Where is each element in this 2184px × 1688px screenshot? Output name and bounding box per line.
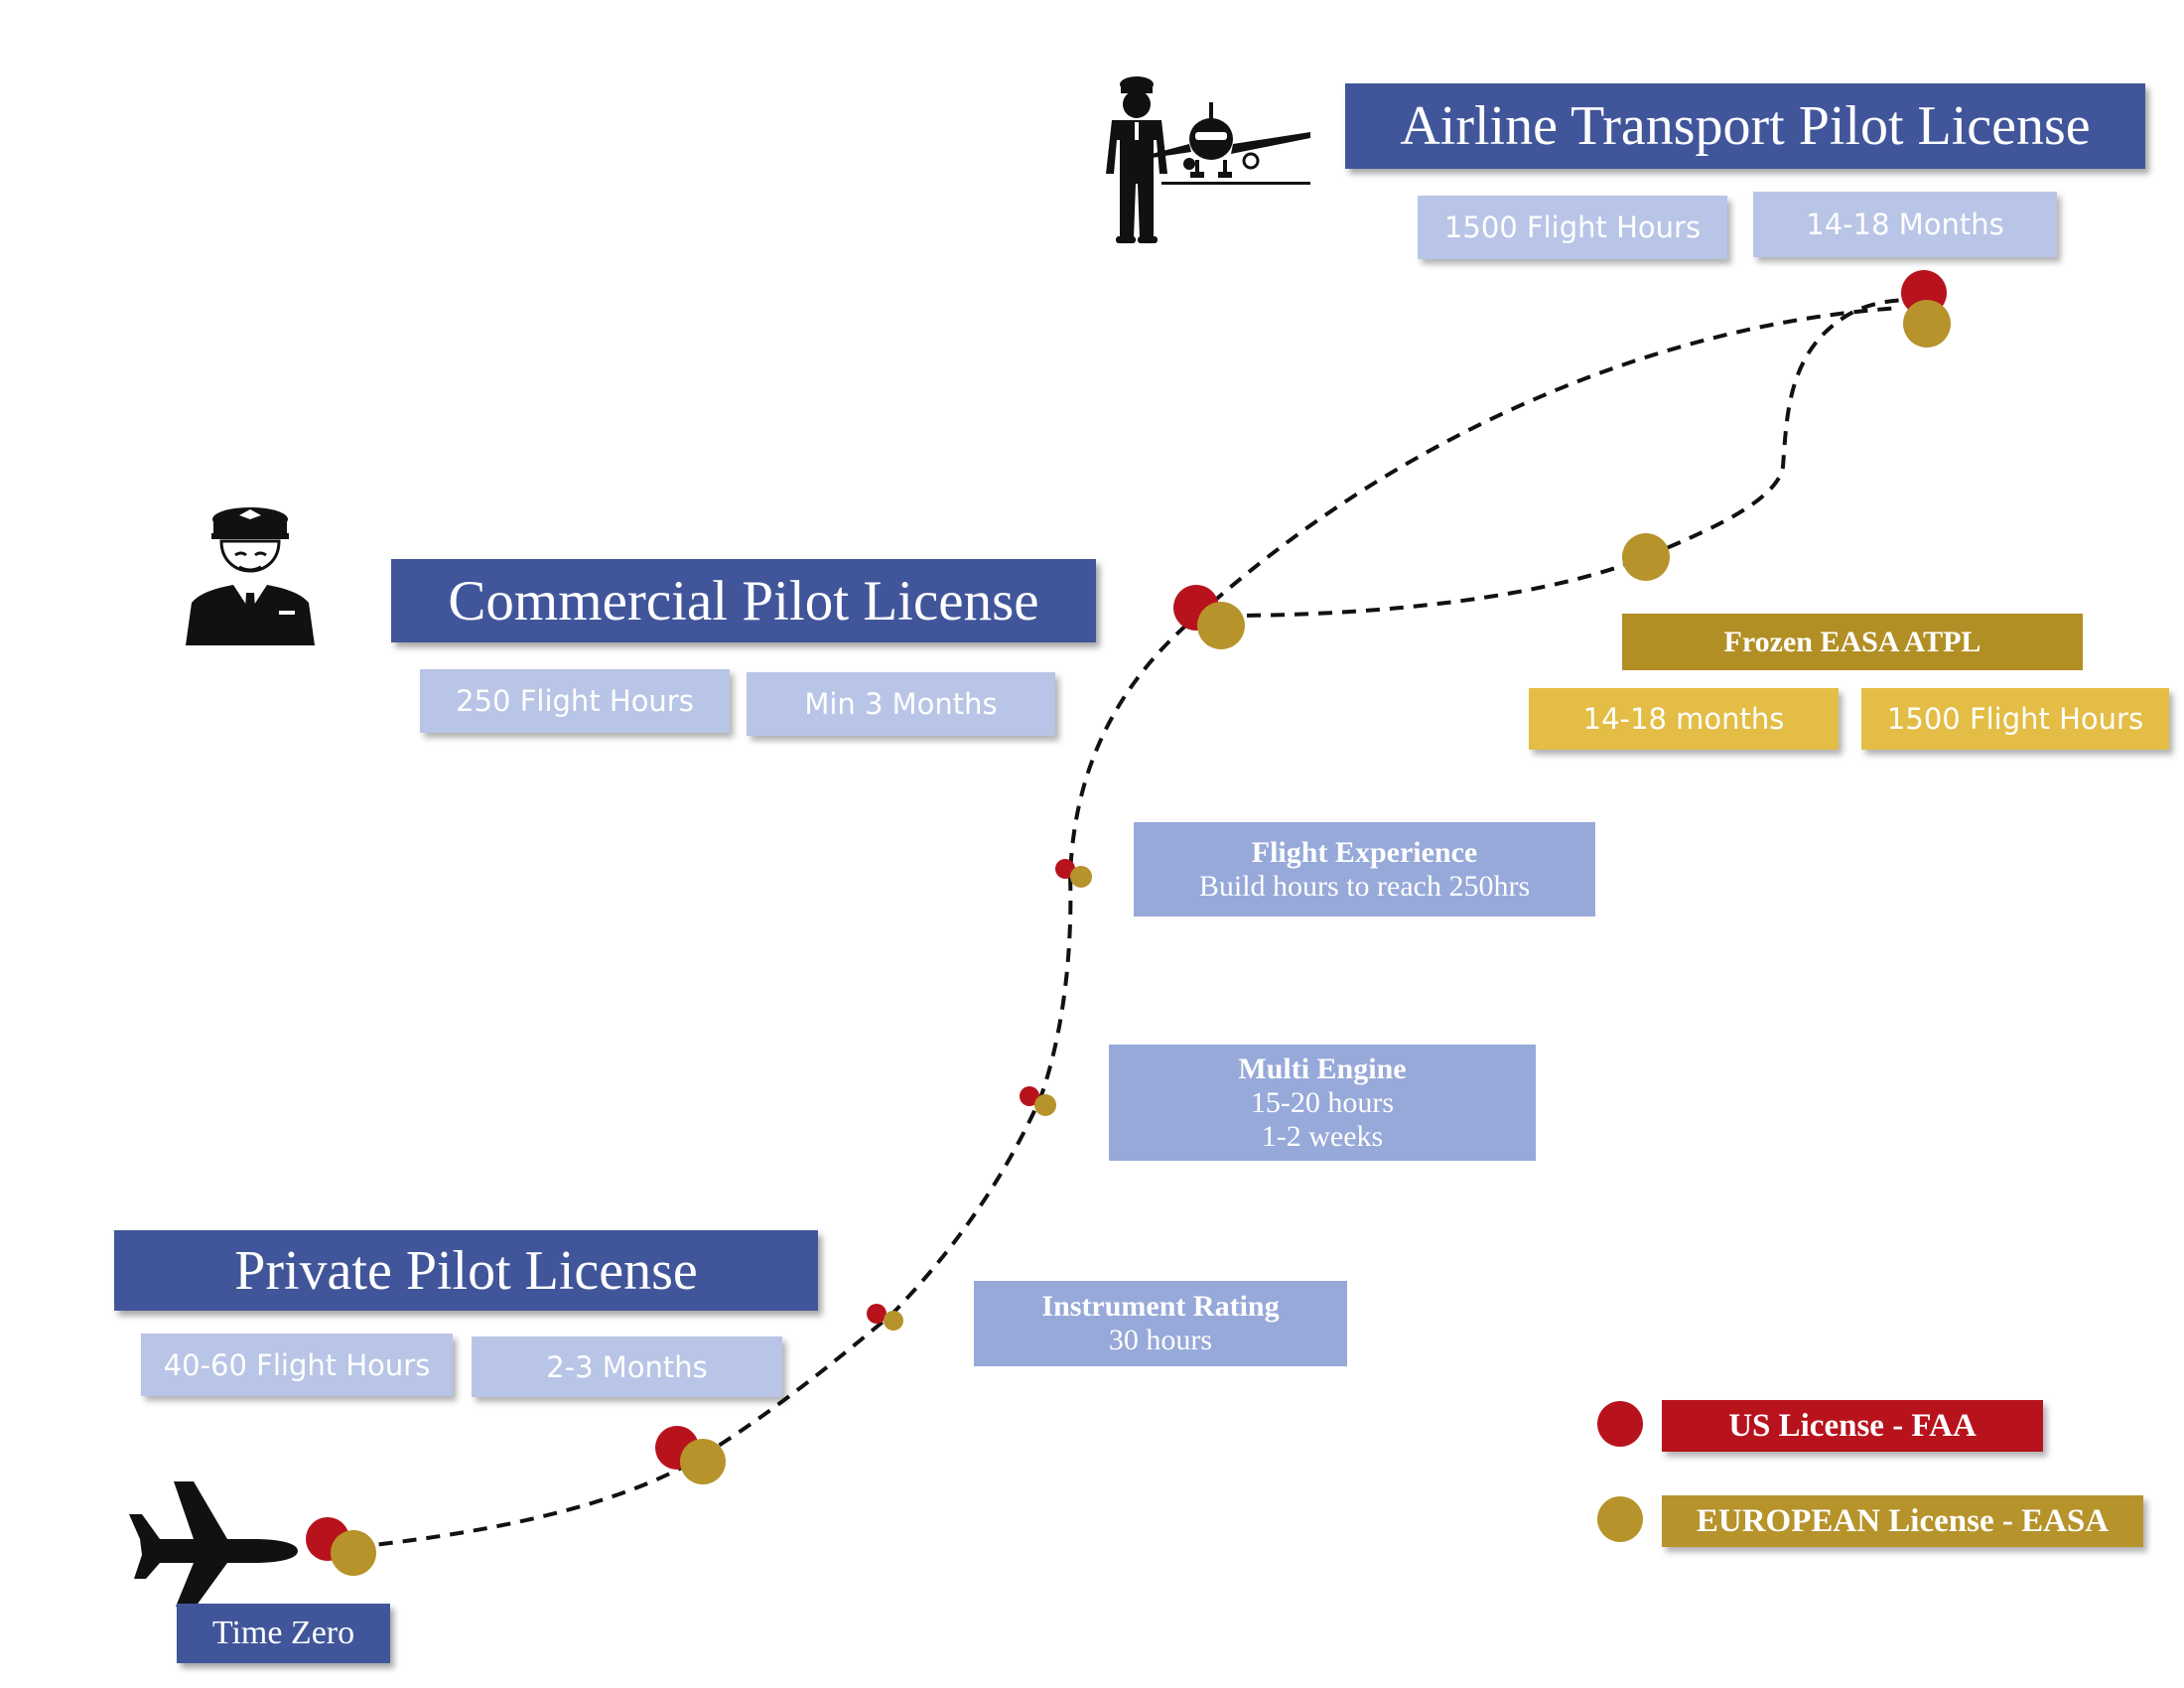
easa-frozen-route-path <box>1222 298 1907 618</box>
pilot-portrait-icon <box>186 507 315 645</box>
instrument-rating-box: Instrument Rating 30 hours <box>974 1281 1347 1366</box>
easa-milestone-start <box>331 1530 376 1576</box>
easa-milestone-fe <box>1070 866 1092 888</box>
cpl-title: Commercial Pilot License <box>391 559 1096 642</box>
easa-milestone-ir <box>884 1311 903 1331</box>
multi-engine-hours: 15-20 hours <box>1250 1085 1395 1119</box>
easa-milestone-cpl <box>1197 602 1245 649</box>
frozen-atpl-hours-chip: 1500 Flight Hours <box>1861 688 2169 750</box>
easa-milestone-ppl <box>680 1439 726 1484</box>
multi-engine-title: Multi Engine <box>1238 1052 1407 1085</box>
airline-pilot-with-plane-icon <box>1106 76 1310 243</box>
legend-easa-swatch <box>1597 1496 1643 1542</box>
flight-experience-title: Flight Experience <box>1251 835 1478 869</box>
frozen-atpl-title: Frozen EASA ATPL <box>1622 614 2083 670</box>
easa-milestone-me <box>1034 1094 1056 1116</box>
legend-easa-label: EUROPEAN License - EASA <box>1662 1495 2143 1547</box>
atpl-title: Airline Transport Pilot License <box>1345 83 2145 169</box>
ppl-duration-chip: 2-3 Months <box>472 1336 782 1397</box>
easa-milestone-frozen <box>1622 533 1670 581</box>
time-zero-label: Time Zero <box>177 1604 390 1663</box>
atpl-duration-chip: 14-18 Months <box>1753 192 2057 257</box>
cpl-hours-chip: 250 Flight Hours <box>420 669 730 733</box>
legend-faa-swatch <box>1597 1401 1643 1447</box>
airplane-icon <box>129 1481 298 1607</box>
frozen-atpl-duration-chip: 14-18 months <box>1529 688 1839 750</box>
multi-engine-box: Multi Engine 15-20 hours 1-2 weeks <box>1109 1045 1536 1161</box>
ppl-hours-chip: 40-60 Flight Hours <box>141 1334 453 1396</box>
atpl-hours-chip: 1500 Flight Hours <box>1418 196 1727 259</box>
multi-engine-duration: 1-2 weeks <box>1261 1119 1384 1153</box>
faa-milestone-ir <box>867 1304 887 1324</box>
legend-faa-label: US License - FAA <box>1662 1400 2043 1452</box>
flight-experience-box: Flight Experience Build hours to reach 2… <box>1134 822 1595 916</box>
instrument-rating-hours: 30 hours <box>1108 1324 1213 1356</box>
cpl-duration-chip: Min 3 Months <box>747 672 1055 736</box>
instrument-rating-title: Instrument Rating <box>1041 1290 1280 1323</box>
ppl-title: Private Pilot License <box>114 1230 818 1311</box>
easa-milestone-atpl <box>1903 300 1951 348</box>
flight-experience-detail: Build hours to reach 250hrs <box>1198 869 1531 903</box>
